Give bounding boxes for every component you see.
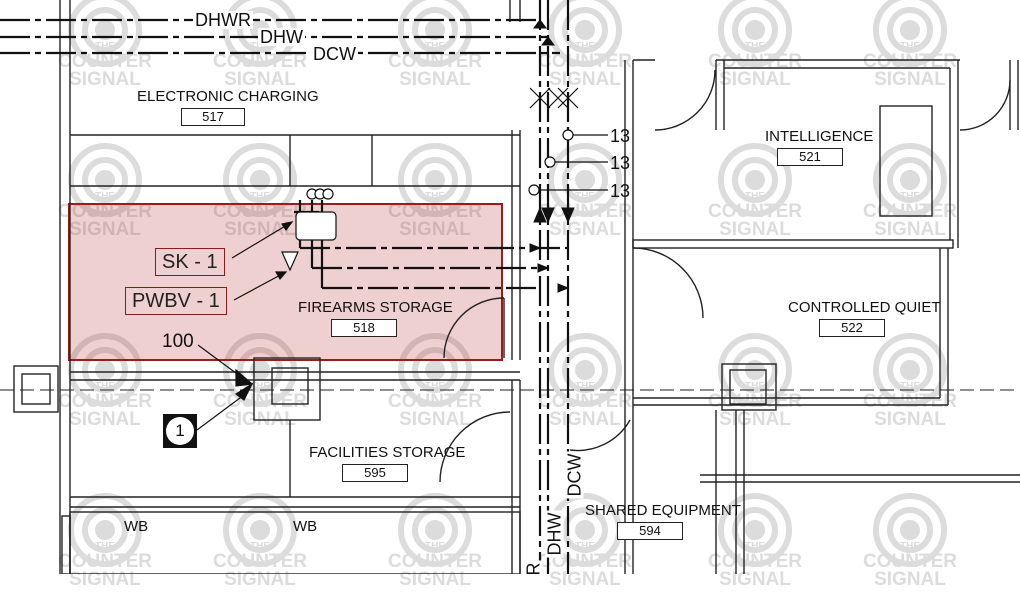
leader-line [196, 391, 249, 431]
door-swing [439, 411, 511, 483]
leader-arrow [234, 382, 254, 401]
counter [879, 105, 933, 217]
valve-symbol-icon [281, 251, 299, 272]
room-name-facilities-storage: FACILITIES STORAGE [309, 444, 466, 461]
riser-label: 13 [610, 153, 631, 173]
shaft [271, 367, 309, 405]
riser-tag-icon [562, 129, 574, 141]
room-number-522[interactable]: 522 [819, 319, 885, 337]
flow-arrow [561, 207, 575, 224]
column [13, 365, 59, 413]
column [21, 373, 51, 405]
valve-icon [529, 87, 551, 109]
flow-arrow [533, 19, 547, 29]
sink-icon [295, 211, 337, 241]
room-number-517[interactable]: 517 [181, 108, 245, 126]
flow-arrow [529, 243, 542, 253]
room-number-518[interactable]: 518 [331, 319, 397, 337]
door-swing [569, 419, 631, 452]
door-swing [959, 79, 1011, 131]
pipe-label-dhw-vertical: DHW [544, 510, 565, 558]
detail-marker-100[interactable]: 100 [162, 331, 194, 352]
leader-line [233, 271, 287, 301]
room-number-595[interactable]: 595 [342, 464, 408, 482]
fixture-tag-sk-1[interactable]: SK - 1 [155, 248, 225, 276]
leader-line [231, 221, 293, 259]
cleanout-icon [322, 188, 334, 200]
wb-label: WB [293, 518, 318, 535]
riser-label: 13 [610, 126, 631, 146]
riser-tag-icon [528, 184, 540, 196]
room-number-521[interactable]: 521 [777, 148, 843, 166]
flow-arrow [557, 283, 570, 293]
wb-label: WB [124, 518, 149, 535]
valve-icon [547, 87, 569, 109]
floor-plan-drawing [0, 0, 1020, 574]
room-name-electronic-charging: ELECTRONIC CHARGING [137, 88, 319, 105]
flow-arrow [533, 206, 547, 223]
flow-arrow [537, 263, 550, 273]
door-swing [443, 297, 505, 359]
room-name-intelligence: INTELLIGENCE [765, 128, 874, 145]
pipe-label-dcw: DCW [311, 44, 358, 64]
flow-arrow [541, 36, 555, 46]
leader-arrow [274, 271, 288, 281]
pipe-label-r-vertical: R [523, 560, 544, 578]
riser-tag-icon [544, 156, 556, 168]
pipe-label-dcw-vertical: DCW [564, 451, 585, 499]
wall [61, 515, 71, 574]
pipe-label-dhw: DHW [258, 27, 305, 47]
riser-label: 13 [610, 181, 631, 201]
room-name-controlled-quiet: CONTROLLED QUIET [788, 299, 941, 316]
door-swing [632, 247, 704, 319]
flow-arrow [541, 207, 555, 224]
section-callout-number: 1 [166, 417, 194, 445]
fixture-tag-pwbv-1[interactable]: PWBV - 1 [125, 287, 227, 315]
shaft [253, 357, 321, 421]
room-number-594[interactable]: 594 [617, 522, 683, 540]
valve-icon [557, 87, 579, 109]
section-callout[interactable]: 1 [163, 414, 197, 448]
door-swing [654, 69, 716, 131]
shaft [729, 369, 767, 405]
room-name-shared-equipment: SHARED EQUIPMENT [585, 502, 741, 519]
pipe-label-dhwr: DHWR [193, 10, 253, 30]
leader-arrow [281, 221, 294, 232]
wall [632, 239, 954, 249]
room-name-firearms-storage: FIREARMS STORAGE [298, 299, 453, 316]
leader-arrow [235, 368, 254, 387]
shaft [721, 363, 777, 411]
